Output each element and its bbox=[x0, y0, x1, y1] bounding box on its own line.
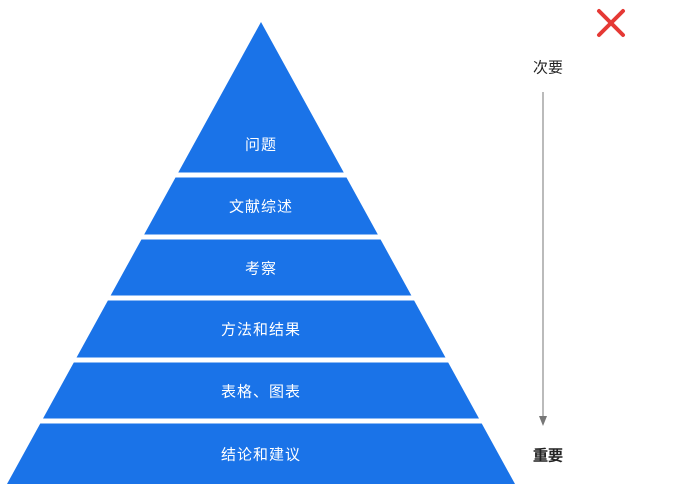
pyramid-tier bbox=[110, 239, 412, 296]
pyramid-tier-label: 表格、图表 bbox=[220, 382, 302, 400]
pyramid-tier-label: 结论和建议 bbox=[220, 445, 302, 464]
pyramid-tier-label: 问题 bbox=[244, 135, 278, 154]
x-cross-icon bbox=[597, 9, 625, 37]
pyramid-tier-label: 文献综述 bbox=[228, 197, 294, 216]
pyramid-tier bbox=[178, 22, 344, 173]
pyramid-tier-label: 方法和结果 bbox=[220, 320, 302, 339]
importance-arrow bbox=[539, 92, 547, 426]
pyramid-tier bbox=[43, 362, 479, 419]
scale-bottom-label: 重要 bbox=[532, 446, 564, 465]
pyramid-tier bbox=[7, 423, 515, 484]
pyramid-tier bbox=[76, 300, 446, 358]
pyramid-tier-label: 考察 bbox=[244, 259, 278, 277]
pyramid-tiers bbox=[7, 22, 515, 484]
arrow-head bbox=[539, 416, 547, 426]
scale-top-label: 次要 bbox=[532, 58, 564, 77]
pyramid-tier bbox=[144, 177, 378, 235]
